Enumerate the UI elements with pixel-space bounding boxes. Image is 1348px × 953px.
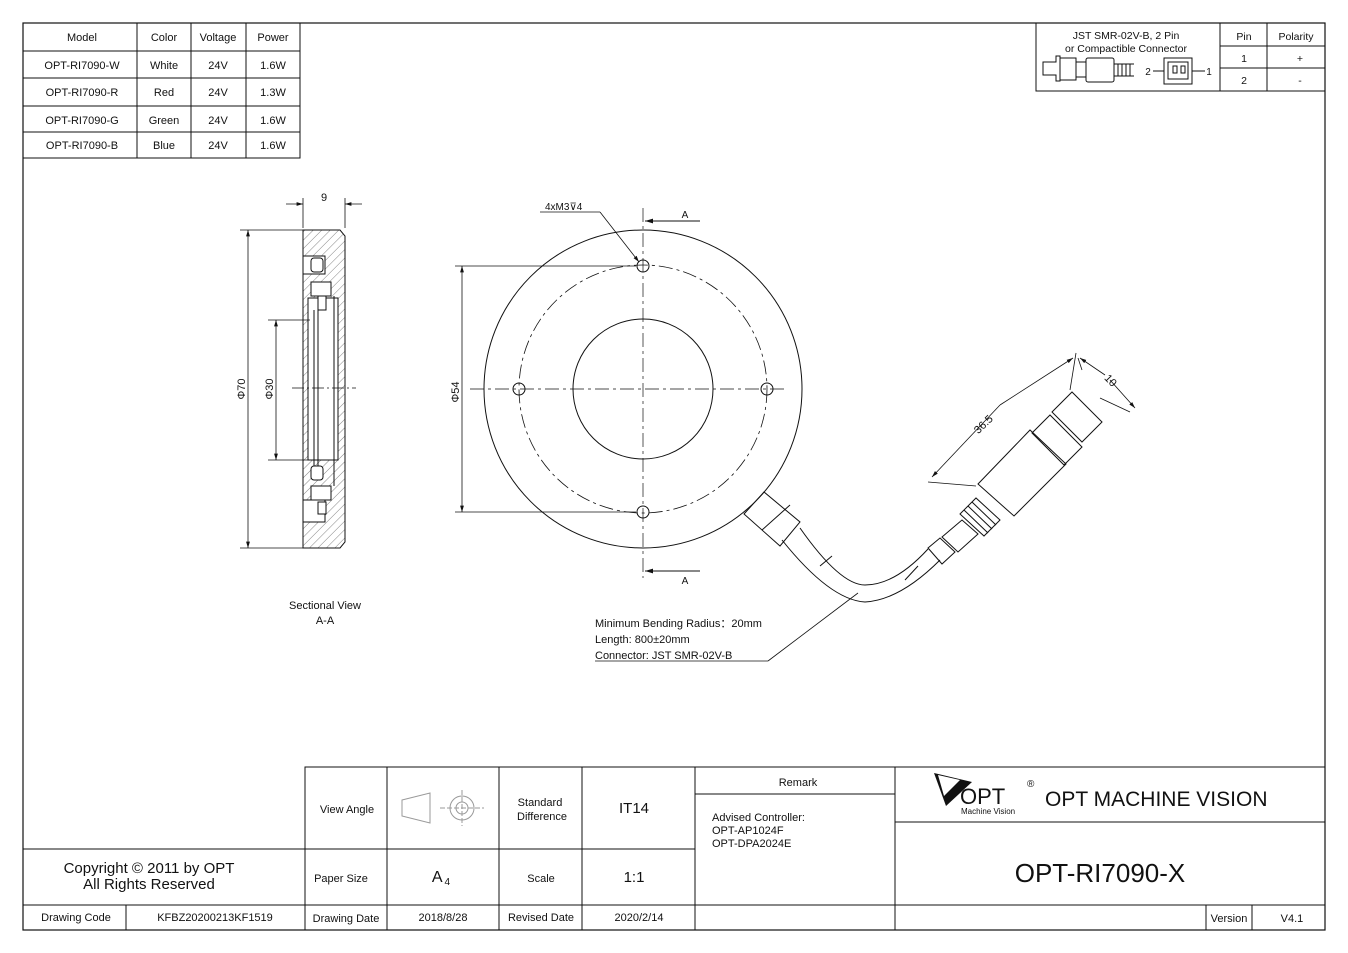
version-label: Version [1211, 913, 1248, 925]
revised-date-label: Revised Date [508, 912, 574, 924]
voltage-cell: 24V [208, 60, 228, 72]
inner-diameter-label: Φ30 [264, 378, 276, 399]
remark-label: Remark [779, 777, 818, 789]
scale-value: 1:1 [624, 869, 645, 886]
inner-diameter-dimension [268, 319, 310, 461]
svg-text:Machine Vision: Machine Vision [961, 807, 1015, 816]
model-cell: OPT-RI7090-G [45, 115, 118, 127]
pin-2-label: 2 [1145, 67, 1151, 78]
title-block [23, 766, 1326, 931]
copyright-line-2: All Rights Reserved [83, 876, 215, 893]
color-cell: White [150, 60, 178, 72]
connector-dimensions [927, 352, 1136, 487]
pin-header: Pin [1236, 31, 1251, 43]
pin-1-label: 1 [1206, 67, 1212, 78]
width-dimension [286, 198, 362, 228]
bending-radius-note: Minimum Bending Radius：20mm [595, 618, 762, 630]
model-cell: OPT-RI7090-R [46, 87, 119, 99]
remark-line-1: Advised Controller: [712, 812, 805, 824]
standard-difference-label-2: Difference [517, 811, 567, 823]
voltage-cell: 24V [208, 140, 228, 152]
note-leader [595, 592, 859, 662]
part-number: OPT-RI7090-X [1015, 858, 1186, 888]
sectional-view-id: A-A [316, 615, 335, 627]
cable-length-note: Length: 800±20mm [595, 634, 690, 646]
power-cell: 1.6W [260, 115, 286, 127]
connector-icon [1042, 55, 1205, 85]
svg-text:®: ® [1027, 779, 1035, 790]
cable-assembly [743, 391, 1103, 603]
hole-circle-dimension [455, 265, 636, 513]
opt-logo: OPT ® Machine Vision [934, 773, 1035, 816]
outer-diameter-label: Φ70 [236, 378, 248, 399]
color-cell: Red [154, 87, 174, 99]
voltage-cell: 24V [208, 87, 228, 99]
version-value: V4.1 [1281, 913, 1304, 925]
sectional-view [302, 229, 346, 549]
power-cell: 1.3W [260, 87, 286, 99]
color-cell: Green [149, 115, 180, 127]
voltage-header: Voltage [200, 32, 237, 44]
drawing-code: KFBZ20200213KF1519 [157, 912, 273, 924]
remark-line-3: OPT-DPA2024E [712, 838, 791, 850]
standard-difference-label: Standard [518, 797, 563, 809]
model-cell: OPT-RI7090-B [46, 140, 118, 152]
power-cell: 1.6W [260, 140, 286, 152]
scale-label: Scale [527, 873, 555, 885]
model-table [22, 22, 301, 159]
revised-date: 2020/2/14 [615, 912, 664, 924]
projection-symbol-icon [401, 790, 484, 826]
drawing-code-label: Drawing Code [41, 912, 111, 924]
power-header: Power [257, 32, 289, 44]
paper-size-label: Paper Size [314, 873, 368, 885]
company-name: OPT MACHINE VISION [1045, 788, 1267, 811]
connector-title: JST SMR-02V-B, 2 Pin [1073, 30, 1180, 42]
hole-callout: 4xM3⊽4 [545, 202, 583, 213]
hole-circle-label: Φ54 [450, 381, 462, 402]
connector-note: Connector: JST SMR-02V-B [595, 650, 732, 662]
remark-line-2: OPT-AP1024F [712, 825, 784, 837]
pin-cell: 1 [1241, 53, 1247, 65]
connector-length-label: 36.5 [972, 413, 996, 437]
pin-cell: 2 [1241, 75, 1247, 87]
voltage-cell: 24V [208, 115, 228, 127]
color-cell: Blue [153, 140, 175, 152]
copyright-line-1: Copyright © 2011 by OPT [64, 860, 235, 877]
polarity-cell: + [1297, 53, 1303, 65]
front-centerlines [470, 208, 785, 578]
tolerance-value: IT14 [619, 800, 649, 817]
color-header: Color [151, 32, 178, 44]
svg-text:OPT: OPT [960, 784, 1005, 809]
polarity-header: Polarity [1278, 31, 1314, 43]
section-mark-top: A [682, 210, 689, 221]
width-dimension-label: 9 [321, 192, 327, 204]
hole-callout-leader [540, 211, 640, 263]
power-cell: 1.6W [260, 60, 286, 72]
drawing-date-label: Drawing Date [313, 913, 380, 925]
sectional-view-label: Sectional View [289, 600, 361, 612]
drawing-date: 2018/8/28 [419, 912, 468, 924]
section-mark-bottom: A [682, 576, 689, 587]
connector-table [1035, 22, 1326, 92]
view-angle-label: View Angle [320, 804, 374, 816]
outer-diameter-dimension [240, 229, 303, 549]
connector-subtitle: or Compactible Connector [1065, 43, 1187, 55]
model-cell: OPT-RI7090-W [44, 60, 120, 72]
polarity-cell: - [1298, 75, 1302, 87]
model-header: Model [67, 32, 97, 44]
